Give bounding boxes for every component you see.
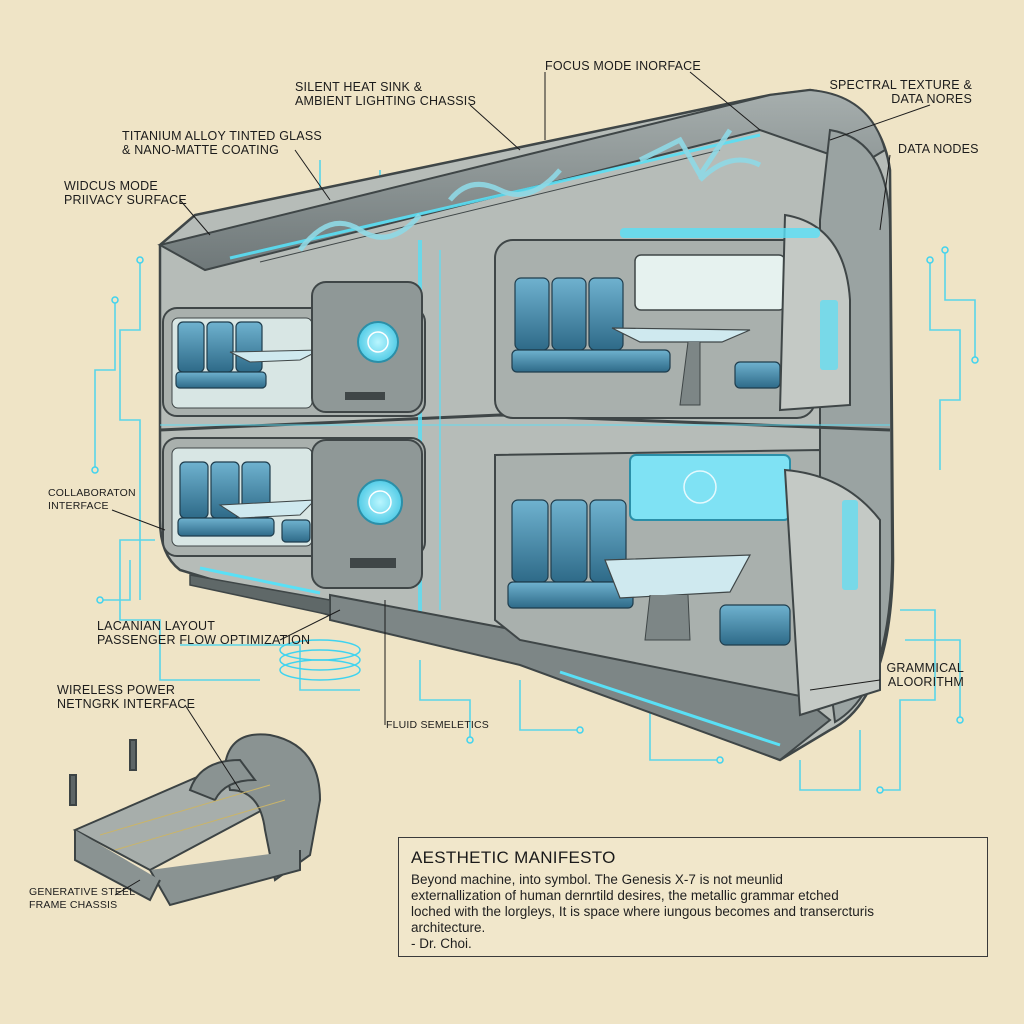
label-silent-heat-sink: SILENT HEAT SINK &AMBIENT LIGHTING CHASS… (295, 80, 476, 108)
manifesto-panel: AESTHETIC MANIFESTO Beyond machine, into… (398, 837, 988, 957)
pod-upper-left (162, 281, 426, 417)
circuit-nodes (91, 246, 979, 794)
wireless-power-rings (279, 639, 361, 681)
seats-upper-right (511, 277, 781, 389)
pod-lower-left (162, 437, 426, 589)
label-titanium-glass: TITANIUM ALLOY TINTED GLASS& NANO-MATTE … (122, 129, 322, 157)
label-spectral-texture: SPECTRAL TEXTURE &DATA NORES (829, 78, 972, 106)
manifesto-title: AESTHETIC MANIFESTO (411, 848, 616, 867)
door-screen-upper (357, 321, 399, 363)
manifesto-line: externallization of human dernrtild desi… (411, 888, 839, 903)
manifesto-line: architecture. (411, 920, 486, 935)
seats-lower-right (507, 499, 791, 646)
seats-lower-left (177, 461, 311, 543)
manifesto-body: Beyond machine, into symbol. The Genesis… (411, 872, 975, 952)
pod-upper-right (494, 213, 851, 419)
manifesto-line: Beyond machine, into symbol. The Genesis… (411, 872, 783, 887)
label-focus-mode-interface: FOCUS MODE INORFACE (545, 59, 701, 73)
pod-lower-right (494, 448, 881, 717)
door-screen-lower (357, 479, 403, 525)
label-fluid-semeltics: FLUID SEMELETICS (386, 719, 489, 731)
label-data-nodes: DATA NODES (898, 142, 979, 156)
generative-steel-frame (69, 733, 322, 907)
leader-lines (111, 71, 931, 896)
manifesto-signature: - Dr. Choi. (411, 936, 472, 951)
manifesto-line: loched with the lorgleys, It is space wh… (411, 904, 874, 919)
